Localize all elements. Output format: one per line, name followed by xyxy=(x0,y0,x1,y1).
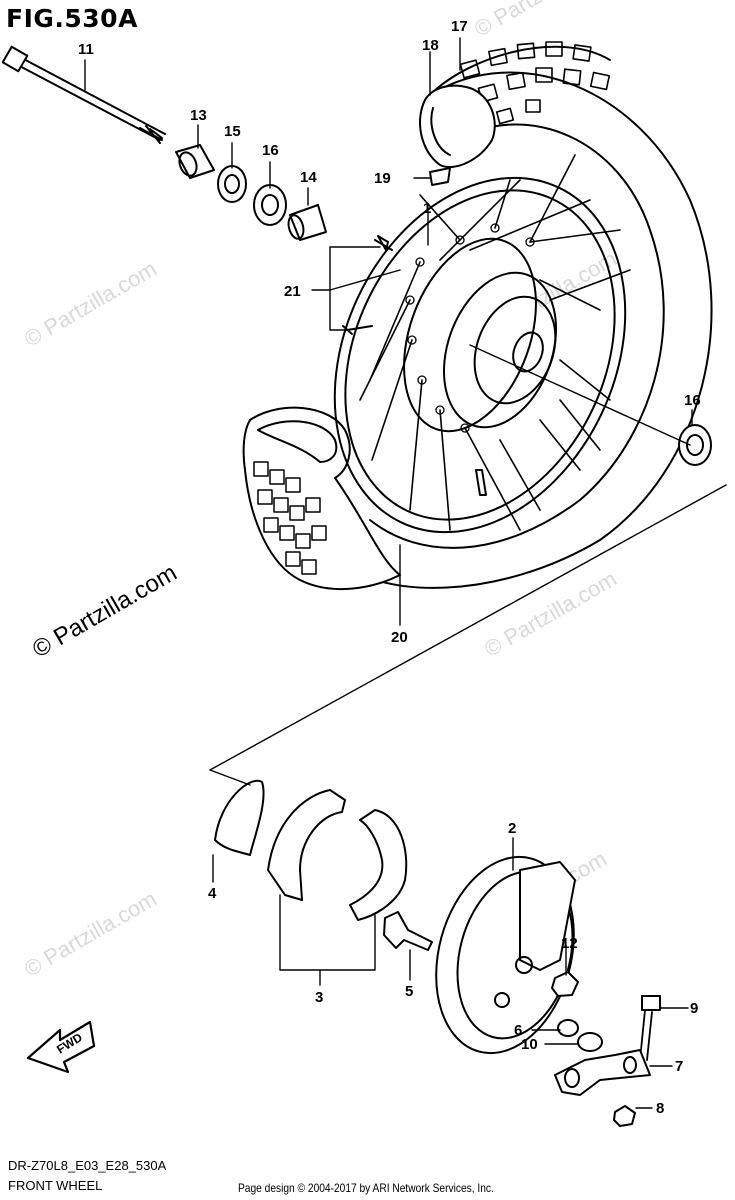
callout-19: 19 xyxy=(374,170,391,187)
callout-3: 3 xyxy=(315,989,323,1006)
callout-10: 10 xyxy=(521,1036,538,1053)
nut xyxy=(551,971,579,997)
callout-17: 17 xyxy=(451,18,468,35)
copyright: Page design © 2004-2017 by ARI Network S… xyxy=(238,1181,494,1195)
callout-4: 4 xyxy=(208,885,217,902)
brake-shoe xyxy=(349,809,408,921)
fwd-arrow-icon xyxy=(26,1020,96,1074)
tire xyxy=(339,71,713,589)
callout-18: 18 xyxy=(422,37,439,54)
callout-9: 9 xyxy=(690,1000,698,1017)
callout-6: 6 xyxy=(514,1022,522,1039)
oil-seal xyxy=(217,165,247,203)
brake-shoe xyxy=(267,789,346,901)
callout-1: 1 xyxy=(423,200,431,217)
callout-5: 5 xyxy=(405,983,413,1000)
wheel-hub xyxy=(403,237,537,433)
brake-spring xyxy=(214,779,265,856)
valve xyxy=(475,469,487,496)
model-code: DR-Z70L8_E03_E28_530A xyxy=(8,1158,167,1173)
axle xyxy=(11,61,161,141)
callout-13: 13 xyxy=(190,107,207,124)
brake-cam xyxy=(383,911,433,951)
callout-14: 14 xyxy=(300,169,317,186)
brake-arm-stopper xyxy=(554,1049,651,1096)
bearing xyxy=(253,184,287,226)
callout-12: 12 xyxy=(561,935,578,952)
callout-20: 20 xyxy=(391,629,408,646)
nut xyxy=(613,1105,636,1127)
bearing xyxy=(678,424,712,466)
washer xyxy=(557,1019,579,1037)
screw xyxy=(374,235,393,251)
callout-2: 2 xyxy=(508,820,516,837)
callout-16: 16 xyxy=(262,142,279,159)
callout-21: 21 xyxy=(284,283,301,300)
spacer xyxy=(289,204,327,241)
callout-8: 8 xyxy=(656,1100,664,1117)
figure-title: FIG.530A xyxy=(6,4,138,33)
callout-11: 11 xyxy=(78,41,94,58)
callout-15: 15 xyxy=(224,123,241,140)
washer xyxy=(577,1032,603,1052)
callout-16: 16 xyxy=(684,392,701,409)
callout-7: 7 xyxy=(675,1058,683,1075)
diagram-name: FRONT WHEEL xyxy=(8,1178,103,1193)
rim-band xyxy=(429,167,451,186)
